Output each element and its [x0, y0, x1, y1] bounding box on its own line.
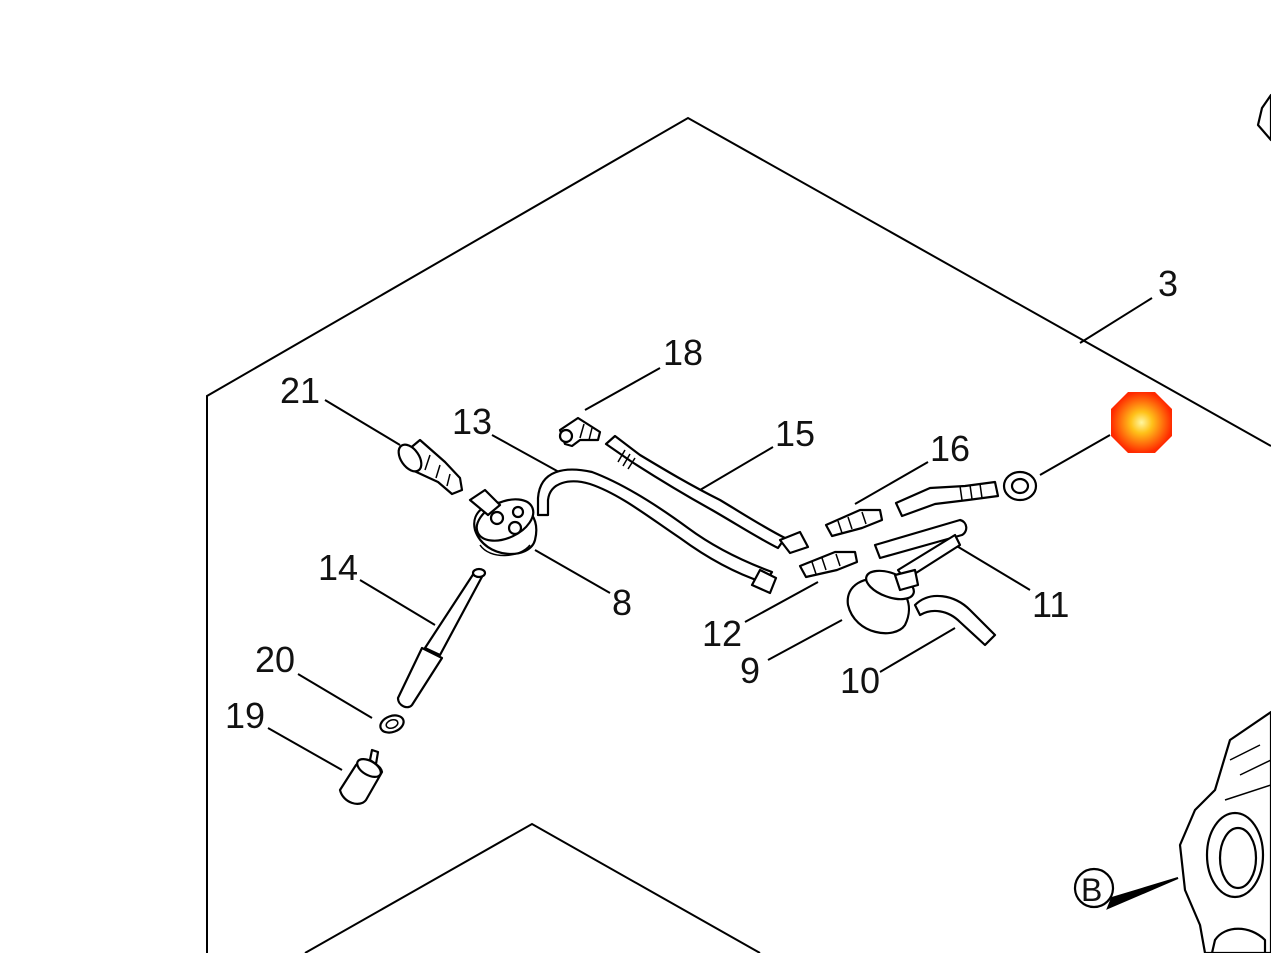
- top-right-partial-part: [1256, 93, 1271, 142]
- engine-body-partial: [1178, 710, 1271, 953]
- part-8-fuel-cap[interactable]: [468, 488, 540, 557]
- label-10: 10: [840, 660, 880, 701]
- part-11-hose[interactable]: [873, 518, 968, 582]
- highlight-marker[interactable]: [1111, 392, 1172, 453]
- label-12: 12: [702, 613, 742, 654]
- assembly-frame: [206, 116, 1271, 953]
- label-view-b: B: [1081, 872, 1102, 908]
- part-19-filter[interactable]: [338, 748, 384, 805]
- label-11: 11: [1032, 584, 1069, 625]
- label-16: 16: [930, 428, 970, 469]
- leader-lines: [267, 297, 1153, 771]
- view-b-indicator: [1073, 867, 1179, 910]
- label-15: 15: [775, 413, 815, 454]
- part-14-tube[interactable]: [396, 567, 487, 709]
- label-19: 19: [225, 695, 265, 736]
- part-13-hose[interactable]: [536, 468, 778, 595]
- label-18: 18: [663, 332, 703, 373]
- part-9-primer-bulb[interactable]: [846, 565, 920, 635]
- label-21: 21: [280, 370, 320, 411]
- part-10-hose[interactable]: [913, 594, 997, 647]
- part-20-oring[interactable]: [378, 712, 406, 735]
- highlight-octagon-icon: [1111, 392, 1172, 453]
- label-3: 3: [1158, 263, 1178, 304]
- fuel-line-fitting[interactable]: [894, 470, 1038, 518]
- label-13: 13: [452, 401, 492, 442]
- label-8: 8: [612, 582, 632, 623]
- label-14: 14: [318, 547, 358, 588]
- label-9: 9: [740, 650, 760, 691]
- lower-frame: [304, 822, 761, 953]
- part-16-connectors[interactable]: [798, 508, 884, 579]
- part-21-fitting[interactable]: [394, 438, 464, 496]
- part-18-elbow[interactable]: [558, 416, 602, 448]
- label-20: 20: [255, 639, 295, 680]
- part-15-hose[interactable]: [604, 434, 810, 555]
